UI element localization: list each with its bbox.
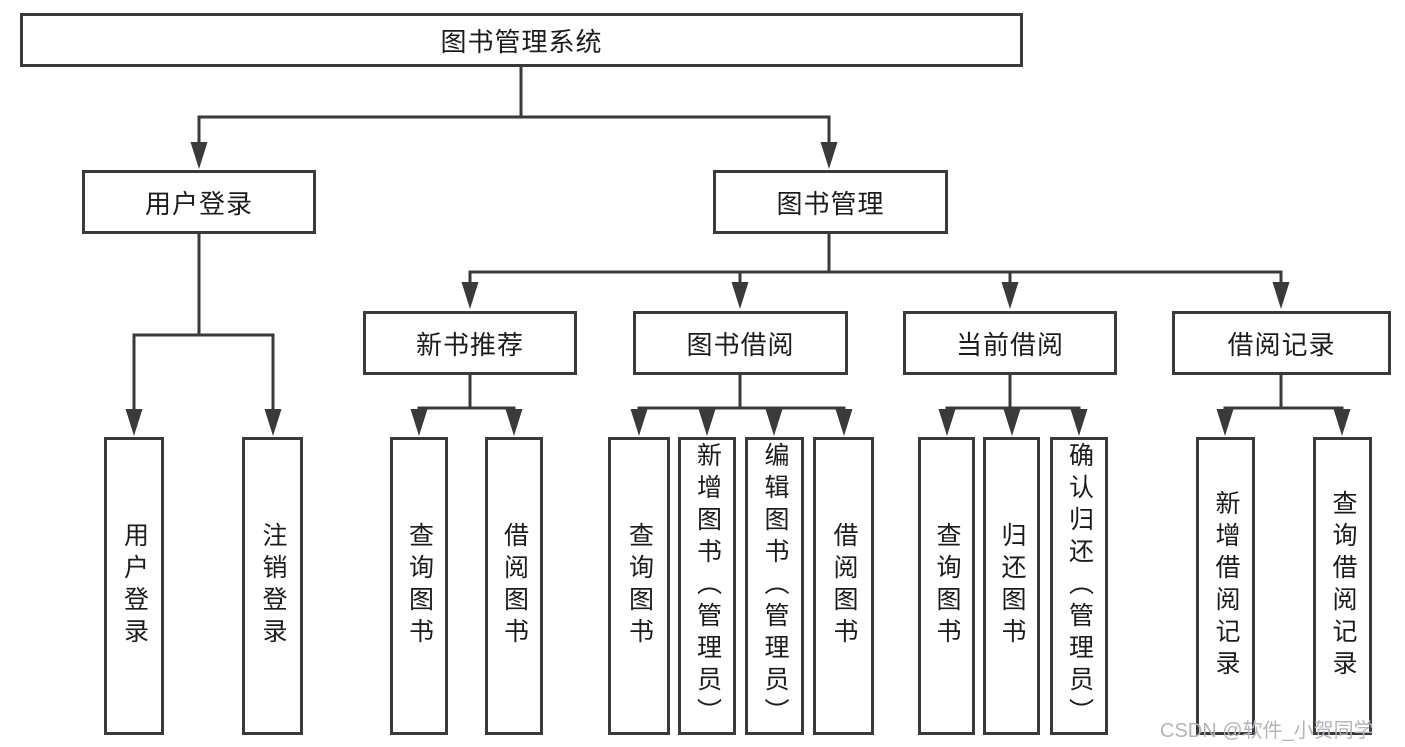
node-new-book-recommend: 新书推荐 — [363, 311, 577, 375]
leaf-label: 编辑图书（管理员） — [761, 442, 789, 730]
leaf-label: 查询图书 — [933, 522, 961, 650]
leaf-label: 确认归还（管理员） — [1065, 442, 1094, 730]
leaf-label: 查询图书 — [405, 522, 434, 650]
leaf-user-login: 用户登录 — [104, 437, 164, 735]
leaf-borrow-books: 借阅图书 — [813, 437, 874, 735]
node-current-borrowing: 当前借阅 — [903, 311, 1117, 375]
leaf-label: 用户登录 — [120, 522, 149, 650]
leaf-label: 查询借阅记录 — [1329, 490, 1357, 682]
leaf-query-books-recommend: 查询图书 — [390, 437, 448, 735]
leaf-label: 新增借阅记录 — [1212, 490, 1240, 682]
leaf-logout: 注销登录 — [242, 437, 303, 735]
leaf-add-books-admin: 新增图书（管理员） — [678, 437, 736, 735]
leaf-confirm-return-admin: 确认归还（管理员） — [1050, 437, 1108, 735]
leaf-label: 借阅图书 — [500, 522, 529, 650]
node-book-borrowing: 图书借阅 — [633, 311, 848, 375]
leaf-label: 新增图书（管理员） — [693, 442, 722, 730]
node-borrowing-records: 借阅记录 — [1172, 311, 1391, 375]
node-book-management: 图书管理 — [713, 170, 948, 234]
leaf-query-borrow-record: 查询借阅记录 — [1313, 437, 1372, 735]
leaf-return-books: 归还图书 — [983, 437, 1040, 735]
node-user-login: 用户登录 — [82, 170, 316, 234]
leaf-edit-books-admin: 编辑图书（管理员） — [745, 437, 804, 735]
leaf-query-books-borrowing: 查询图书 — [608, 437, 670, 735]
leaf-label: 归还图书 — [998, 522, 1026, 650]
leaf-query-books-current: 查询图书 — [918, 437, 975, 735]
node-root-system: 图书管理系统 — [20, 13, 1023, 67]
leaf-label: 查询图书 — [625, 522, 654, 650]
leaf-borrow-books-recommend: 借阅图书 — [485, 437, 543, 735]
csdn-watermark: CSDN @软件_小贺同学 — [1160, 720, 1374, 742]
leaf-add-borrow-record: 新增借阅记录 — [1196, 437, 1255, 735]
leaf-label: 注销登录 — [259, 522, 287, 650]
leaf-label: 借阅图书 — [830, 522, 858, 650]
